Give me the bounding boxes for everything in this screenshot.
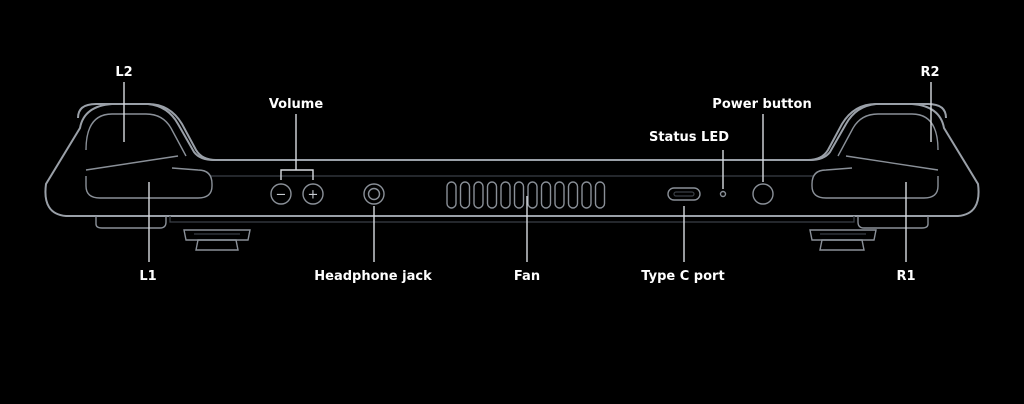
left-thumbstick bbox=[183, 229, 251, 251]
fan-vent-slot bbox=[540, 181, 552, 209]
volume-up-button[interactable] bbox=[302, 183, 324, 205]
label-status-led: Status LED bbox=[649, 130, 729, 145]
label-l2: L2 bbox=[115, 65, 132, 80]
leader-volume bbox=[280, 114, 314, 180]
label-r2: R2 bbox=[920, 65, 939, 80]
volume-minus-icon: − bbox=[276, 188, 287, 203]
label-fan: Fan bbox=[514, 269, 540, 284]
fan-vent-slot bbox=[473, 181, 484, 209]
type-c-port bbox=[667, 187, 701, 201]
device-outline bbox=[77, 103, 947, 161]
fan-vent-slot bbox=[446, 181, 457, 209]
fan-vent-slot bbox=[581, 181, 592, 209]
device-body bbox=[44, 103, 980, 251]
right-grip-inner bbox=[837, 113, 939, 157]
fan-vent-slot bbox=[486, 181, 498, 209]
label-l1: L1 bbox=[139, 269, 156, 284]
fan-vent-slot bbox=[554, 181, 565, 209]
power-button[interactable] bbox=[752, 183, 774, 205]
status-led bbox=[719, 190, 727, 198]
label-volume: Volume bbox=[269, 97, 324, 112]
label-power-button: Power button bbox=[712, 97, 811, 112]
fan-vent-slot bbox=[567, 181, 579, 209]
fan-vent-slot bbox=[500, 181, 511, 209]
fan-vent-slot bbox=[513, 181, 525, 209]
r2-r1-divider bbox=[845, 155, 939, 171]
fan-vent bbox=[446, 181, 606, 209]
leader-lines bbox=[123, 82, 932, 262]
fan-vent-slot bbox=[594, 181, 606, 209]
label-headphone-jack: Headphone jack bbox=[314, 269, 432, 284]
volume-plus-icon: + bbox=[308, 188, 319, 203]
callout-labels: L2 R2 Volume Power button Status LED L1 … bbox=[115, 65, 939, 284]
fan-vent-slot bbox=[527, 181, 538, 209]
headphone-jack bbox=[363, 183, 385, 205]
left-grip-inner bbox=[85, 113, 187, 157]
label-r1: R1 bbox=[896, 269, 915, 284]
volume-buttons[interactable]: − + bbox=[270, 183, 324, 205]
l2-l1-divider bbox=[85, 155, 179, 171]
label-type-c-port: Type C port bbox=[641, 269, 724, 284]
right-thumbstick bbox=[809, 229, 877, 251]
volume-down-button[interactable] bbox=[270, 183, 292, 205]
fan-vent-slot bbox=[459, 181, 471, 209]
